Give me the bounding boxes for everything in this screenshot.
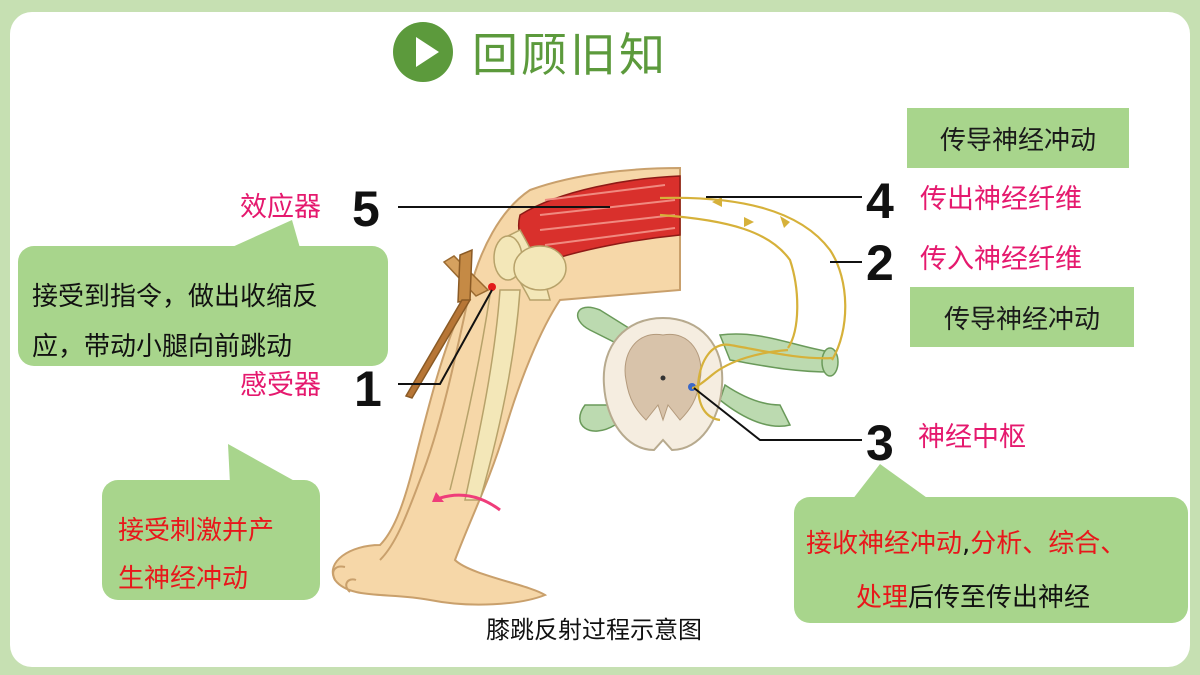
- nerve-arrows: [712, 197, 790, 228]
- bubble-effector-line1: 接受到指令，做出收缩反: [32, 282, 319, 312]
- label-efferent: 传出神经纤维: [920, 184, 1082, 215]
- label-number-1: 1: [354, 361, 382, 417]
- figure-caption: 膝跳反射过程示意图: [486, 616, 702, 644]
- bubble-effector-line2: 应，带动小腿向前跳动: [32, 332, 293, 362]
- conduct-box-top: 传导神经冲动: [907, 108, 1129, 168]
- bubble-effector: 接受到指令，做出收缩反 应，带动小腿向前跳动: [18, 246, 388, 366]
- spinal-cord-drawing: [576, 306, 839, 452]
- label-number-5: 5: [352, 181, 380, 237]
- label-number-3: 3: [866, 415, 894, 471]
- bubble-center: 接收神经冲动,分析、综合、 处理后传至传出神经: [794, 497, 1188, 623]
- label-center: 神经中枢: [918, 422, 1026, 453]
- bubble-center-line2: 处理后传至传出神经: [856, 583, 1091, 613]
- title-bar: 回顾旧知: [392, 20, 668, 84]
- conduct-box-bottom: 传导神经冲动: [910, 287, 1134, 347]
- label-afferent: 传入神经纤维: [920, 244, 1082, 275]
- label-number-2: 2: [866, 235, 894, 291]
- label-receptor: 感受器: [240, 370, 321, 401]
- page-title: 回顾旧知: [472, 28, 668, 82]
- bubble-receptor-line1: 接受刺激并产: [118, 516, 275, 546]
- reflex-hammer-icon: [404, 248, 490, 399]
- bubble-tail-effector: [230, 220, 300, 248]
- bubble-receptor-line2: 生神经冲动: [118, 564, 249, 594]
- play-icon: [393, 22, 453, 82]
- bubble-tail-receptor: [228, 444, 300, 484]
- leg-drawing: [331, 166, 681, 606]
- leader-lines: [398, 196, 862, 441]
- bubble-tail-center: [852, 464, 930, 500]
- bubble-center-line1: 接收神经冲动,分析、综合、: [806, 529, 1127, 559]
- label-effector: 效应器: [240, 192, 321, 223]
- nerve-pathway: [659, 196, 847, 422]
- label-number-4: 4: [866, 173, 894, 229]
- bubble-receptor: 接受刺激并产 生神经冲动: [102, 480, 320, 600]
